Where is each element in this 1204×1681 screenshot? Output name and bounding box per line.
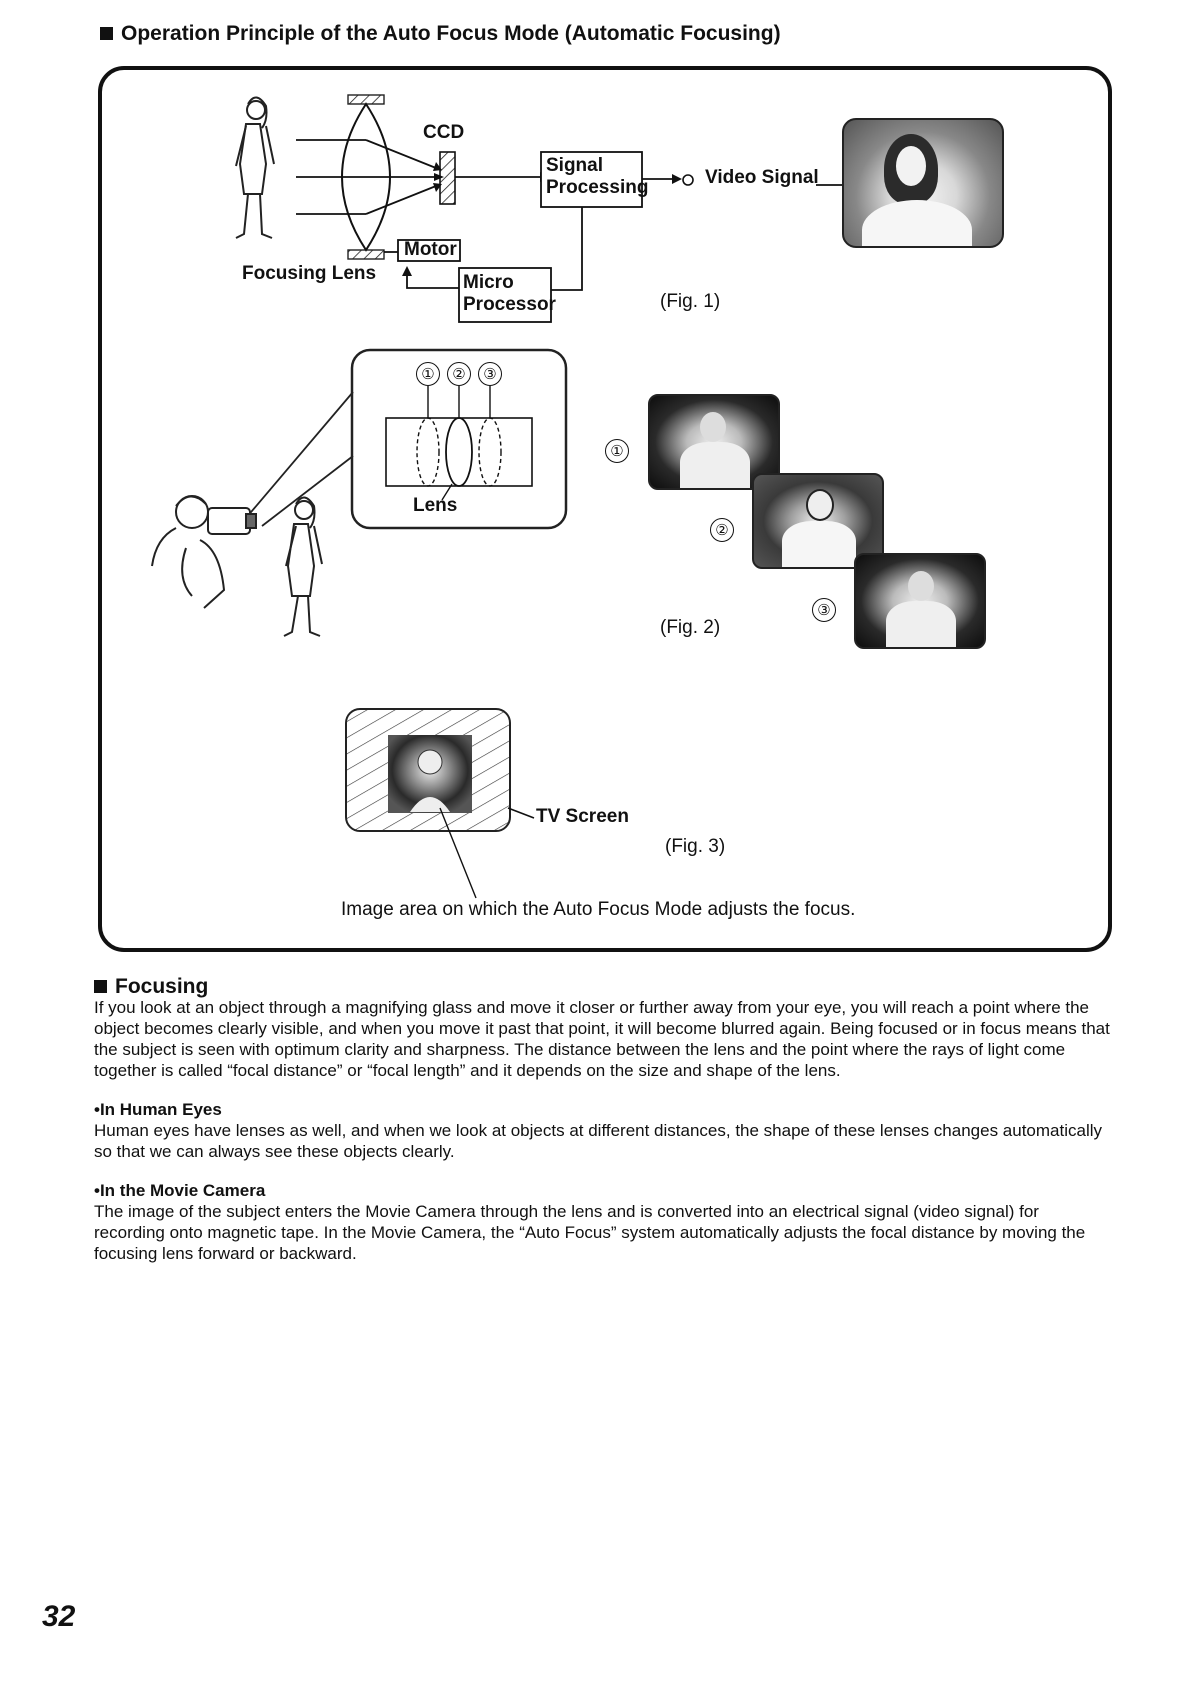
- marker-1-top: ①: [416, 362, 440, 386]
- motor-box: [397, 239, 461, 262]
- marker-3-photo: ③: [812, 598, 836, 622]
- page-heading-text: Operation Principle of the Auto Focus Mo…: [121, 22, 781, 45]
- square-bullet-icon: [100, 27, 113, 40]
- fig2-caption: (Fig. 2): [660, 617, 721, 638]
- human-eyes-heading: •In Human Eyes: [94, 1100, 222, 1119]
- fig3-caption: (Fig. 3): [665, 836, 726, 857]
- woman-figure-icon: [235, 96, 275, 239]
- body-text: Focusing If you look at an object throug…: [94, 976, 1114, 1264]
- ccd-label: CCD: [423, 122, 465, 143]
- woman-subject-icon: [283, 496, 323, 637]
- human-eyes-paragraph: Human eyes have lenses as well, and when…: [94, 1121, 1103, 1161]
- micro-processor-line-2: Processor: [463, 294, 556, 315]
- signal-processing-box: [540, 151, 643, 208]
- motor-label: Motor: [404, 239, 457, 260]
- focusing-heading: Focusing: [94, 976, 1114, 997]
- camera-operator-icon: [151, 495, 257, 609]
- video-signal-label: Video Signal: [705, 167, 819, 188]
- marker-2-photo: ②: [710, 518, 734, 542]
- micro-processor-box: [458, 267, 552, 323]
- marker-3-top: ③: [478, 362, 502, 386]
- micro-processor-line-1: Micro: [463, 272, 514, 293]
- video-output-photo: [842, 118, 1004, 248]
- focusing-paragraph: If you look at an object through a magni…: [94, 998, 1110, 1080]
- signal-processing-line-1: Signal: [546, 155, 604, 176]
- ccd-sensor: [439, 151, 456, 205]
- signal-processing-line-2: Processing: [546, 177, 649, 198]
- figure-frame: [98, 66, 1112, 952]
- lens-housing: [385, 417, 533, 487]
- blurred-photo-1: [648, 394, 780, 490]
- blurred-photo-3: [854, 553, 986, 649]
- square-bullet-icon: [94, 980, 107, 993]
- tv-screen-label: TV Screen: [536, 806, 629, 827]
- sharp-photo-2: [752, 473, 884, 569]
- page-number: 32: [42, 1600, 76, 1633]
- page-heading: Operation Principle of the Auto Focus Mo…: [100, 22, 781, 46]
- movie-camera-paragraph: The image of the subject enters the Movi…: [94, 1202, 1086, 1263]
- light-rays: [296, 139, 437, 215]
- focusing-heading-text: Focusing: [115, 975, 209, 998]
- micro-processor-label: Micro Processor: [463, 272, 556, 316]
- focusing-lens-label: Focusing Lens: [242, 263, 377, 284]
- lens-label: Lens: [413, 495, 458, 516]
- marker-2-top: ②: [447, 362, 471, 386]
- focus-area-note: Image area on which the Auto Focus Mode …: [341, 899, 856, 920]
- figure-diagram: [151, 94, 848, 899]
- movie-camera-heading: •In the Movie Camera: [94, 1181, 266, 1200]
- marker-1-photo: ①: [605, 439, 629, 463]
- signal-processing-label: Signal Processing: [546, 155, 648, 199]
- fig1-caption: (Fig. 1): [660, 291, 721, 312]
